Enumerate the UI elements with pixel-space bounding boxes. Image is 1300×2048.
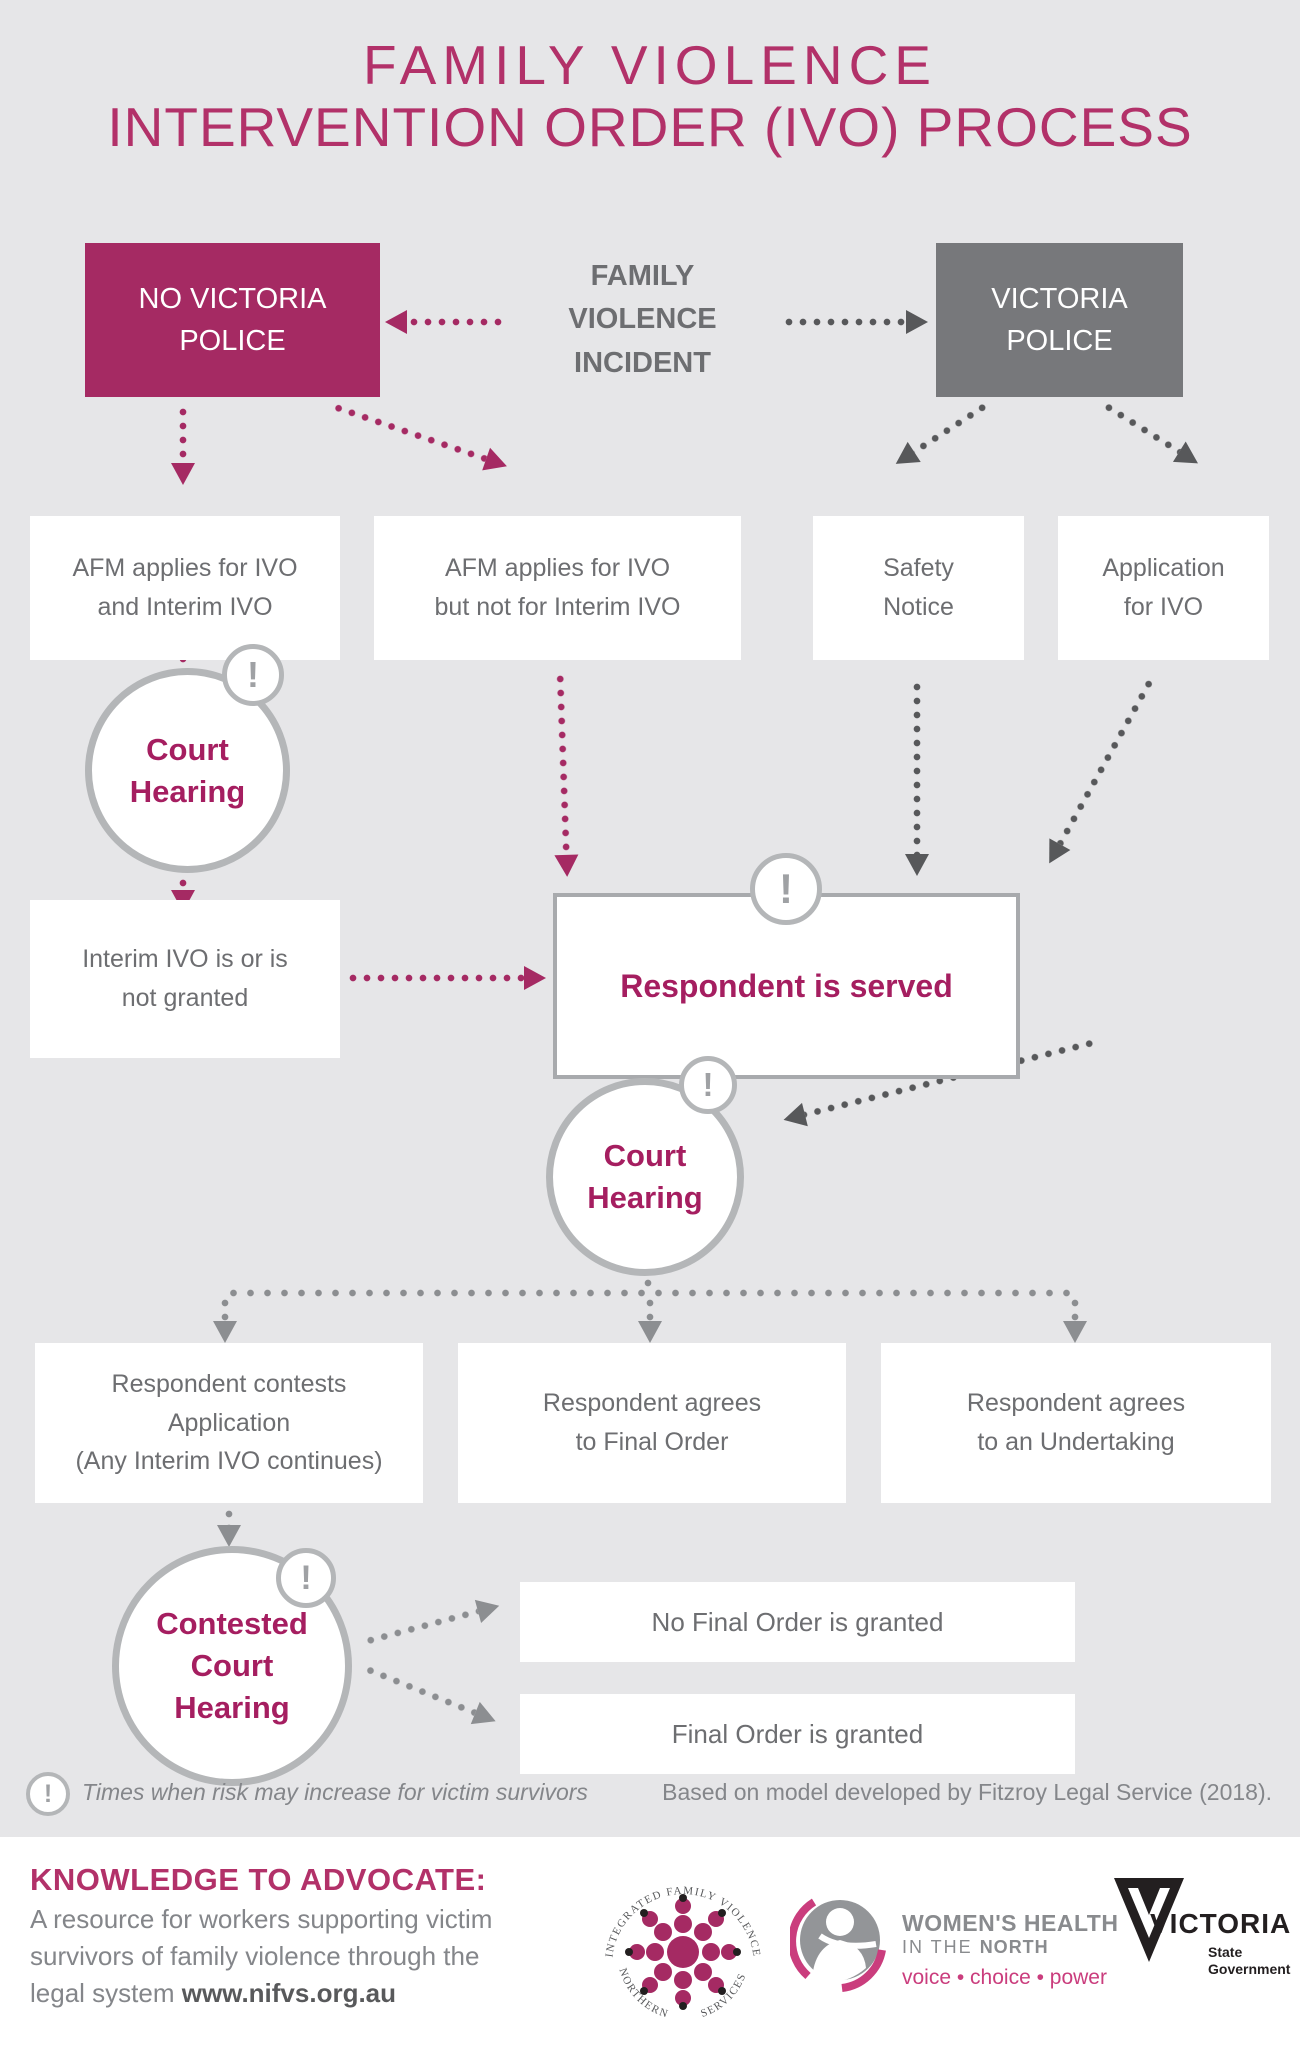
arrow-interim-outcome-to-respondent-served bbox=[346, 965, 546, 991]
nifvs-logo: INTEGRATED FAMILY VIOLENCE NORTHERN SERV… bbox=[603, 1885, 761, 2021]
arrow-safety-notice-to-respondent-served bbox=[904, 680, 930, 876]
arrow-contested-to-final-order bbox=[359, 1656, 501, 1733]
exclamation-glyph: ! bbox=[702, 1066, 714, 1103]
arrow-contests-to-contested-hearing bbox=[216, 1507, 242, 1547]
whin-icon bbox=[790, 1898, 886, 1992]
footer-line-3: legal system www.nifvs.org.au bbox=[30, 1975, 500, 2012]
arrow-no-police-to-afm-interim bbox=[170, 405, 196, 485]
footer-paragraph: A resource for workers supporting victim… bbox=[30, 1901, 500, 2012]
title-line-1: FAMILY VIOLENCE bbox=[363, 34, 937, 96]
node-victoria-police: VICTORIA POLICE bbox=[936, 243, 1183, 397]
arrow-no-police-to-afm-no-interim bbox=[328, 394, 511, 479]
footer bbox=[0, 1837, 1300, 2048]
split-line bbox=[225, 1280, 1075, 1306]
whin-north: NORTH bbox=[979, 1937, 1049, 1957]
node-agrees-undertaking: Respondent agrees to an Undertaking bbox=[881, 1343, 1271, 1503]
credit-text: Based on model developed by Fitzroy Lega… bbox=[662, 1779, 1272, 1805]
whin-in-the-north: IN THE NORTH bbox=[902, 1937, 1118, 1958]
whin-name: WOMEN'S HEALTH bbox=[902, 1910, 1119, 1936]
node-no-final-order: No Final Order is granted bbox=[520, 1582, 1075, 1662]
victoria-name: VICTORIA bbox=[1150, 1908, 1292, 1939]
node-safety-notice: Safety Notice bbox=[813, 516, 1024, 660]
victoria-government: Government bbox=[1208, 1961, 1291, 1977]
arrow-split-to-agrees-undertaking bbox=[1062, 1296, 1088, 1343]
risk-icon: ! bbox=[276, 1548, 336, 1608]
arrow-contested-to-no-final-order bbox=[361, 1593, 503, 1654]
arrow-afm-no-interim-to-respondent-served bbox=[547, 671, 580, 878]
risk-legend-icon: ! bbox=[26, 1772, 70, 1816]
arrow-incident-to-police bbox=[782, 309, 928, 335]
victoria-subtext: State Government bbox=[1208, 1944, 1290, 1978]
victoria-triangle-icon bbox=[1114, 1878, 1184, 1962]
page-title: FAMILY VIOLENCE INTERVENTION ORDER (IVO)… bbox=[0, 34, 1300, 158]
node-application-for-ivo: Application for IVO bbox=[1058, 516, 1269, 660]
node-interim-outcome: Interim IVO is or is not granted bbox=[30, 900, 340, 1058]
footer-line-3-text: legal system bbox=[30, 1978, 182, 2008]
risk-legend-text: Times when risk may increase for victim … bbox=[82, 1779, 588, 1805]
exclamation-glyph: ! bbox=[779, 865, 793, 912]
risk-icon: ! bbox=[222, 644, 284, 706]
whin-logo-text: WOMEN'S HEALTH IN THE NORTH voice • choi… bbox=[902, 1910, 1118, 1990]
node-respondent-contests: Respondent contests Application (Any Int… bbox=[35, 1343, 423, 1503]
node-afm-applies-interim: AFM applies for IVO and Interim IVO bbox=[30, 516, 340, 660]
victoria-state: State bbox=[1208, 1944, 1243, 1960]
node-afm-applies-no-interim: AFM applies for IVO but not for Interim … bbox=[374, 516, 741, 660]
nifvs-flower-icon bbox=[625, 1894, 741, 2010]
exclamation-glyph: ! bbox=[43, 1779, 53, 1808]
exclamation-glyph: ! bbox=[300, 1558, 312, 1597]
node-agrees-final-order: Respondent agrees to Final Order bbox=[458, 1343, 846, 1503]
arrow-incident-to-no-police bbox=[385, 309, 503, 335]
arrow-police-to-safety-notice bbox=[889, 393, 995, 475]
whin-tagline: voice • choice • power bbox=[902, 1966, 1107, 1989]
title-line-2: INTERVENTION ORDER (IVO) PROCESS bbox=[107, 96, 1193, 158]
node-final-order: Final Order is granted bbox=[520, 1694, 1075, 1774]
whin-in-the: IN THE bbox=[902, 1937, 980, 1957]
exclamation-glyph: ! bbox=[247, 654, 259, 695]
risk-icon: ! bbox=[679, 1056, 737, 1114]
arrow-police-to-application bbox=[1096, 393, 1205, 474]
arrow-split-to-agrees-final bbox=[637, 1296, 663, 1343]
arrow-split-to-contests bbox=[212, 1296, 238, 1343]
risk-icon: ! bbox=[750, 853, 822, 925]
node-no-victoria-police: NO VICTORIA POLICE bbox=[85, 243, 380, 397]
footer-line-2: survivors of family violence through the bbox=[30, 1941, 480, 1971]
arrow-application-to-respondent-served bbox=[1038, 672, 1164, 870]
node-family-violence-incident: FAMILY VIOLENCE INCIDENT bbox=[568, 259, 717, 379]
footer-line-1: A resource for workers supporting victim bbox=[30, 1904, 493, 1934]
footer-heading: KNOWLEDGE TO ADVOCATE: bbox=[30, 1862, 487, 1897]
website-link[interactable]: www.nifvs.org.au bbox=[181, 1978, 397, 2008]
